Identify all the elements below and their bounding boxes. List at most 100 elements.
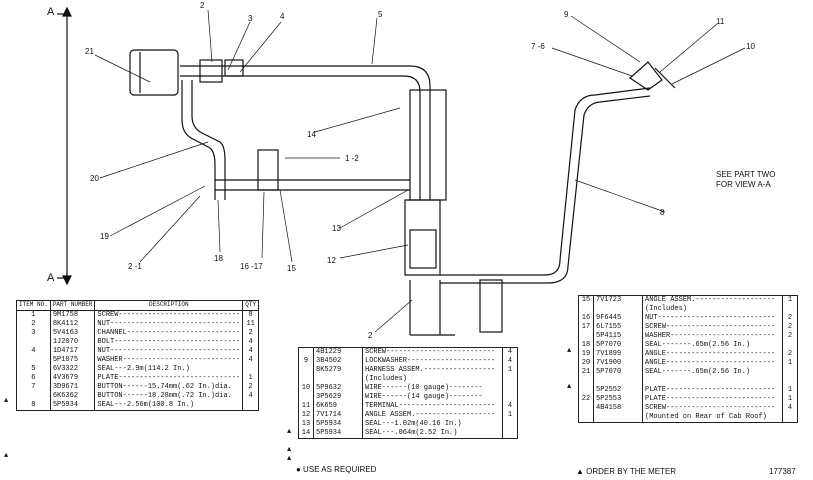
part-number: 5P7070 bbox=[593, 368, 643, 377]
part-number: 7V1723 bbox=[593, 295, 643, 305]
description: (Includes) bbox=[365, 375, 408, 383]
description: BUTTON------18.28mm(.72 In.)dia. bbox=[97, 392, 232, 400]
quantity: 2 bbox=[242, 329, 260, 338]
description: SEAL---1.02m(40.16 In.) bbox=[365, 420, 462, 428]
quantity: 11 bbox=[242, 320, 260, 329]
description: SCREW----------------------------- bbox=[97, 311, 241, 319]
quantity bbox=[242, 365, 260, 374]
part-number bbox=[593, 377, 643, 386]
description: SCREW-------------------------- bbox=[645, 404, 776, 412]
quantity bbox=[502, 393, 518, 402]
part-number: 5P1075 bbox=[50, 356, 96, 365]
quantity: 4 bbox=[242, 347, 260, 356]
item-number bbox=[16, 392, 51, 401]
quantity bbox=[502, 420, 518, 429]
description: HARNESS ASSEM.----------------- bbox=[365, 366, 496, 374]
part-number: 7V1900 bbox=[593, 359, 643, 368]
description: PLATE-------------------------- bbox=[645, 395, 776, 403]
quantity: 1 bbox=[242, 374, 260, 383]
item-number bbox=[16, 338, 51, 347]
description: CHANNEL--------------------------- bbox=[97, 329, 241, 337]
quantity: 1 bbox=[782, 386, 798, 395]
quantity: 4 bbox=[242, 356, 260, 365]
description: SCREW-------------------------- bbox=[362, 347, 503, 357]
item-number: 10 bbox=[298, 384, 314, 393]
figure-number: 177387 bbox=[769, 467, 796, 476]
item-number: 15 bbox=[578, 295, 594, 305]
item-number bbox=[298, 347, 314, 357]
meter-mark: ▲ bbox=[567, 347, 572, 355]
see-part-two-note: SEE PART TWO bbox=[716, 170, 776, 179]
top-tube bbox=[180, 65, 431, 200]
callout-20: 20 bbox=[90, 174, 99, 183]
meter-mark: ▲ bbox=[287, 455, 292, 463]
item-number: 12 bbox=[298, 411, 314, 420]
description: ANGLE ASSEM.------------------- bbox=[365, 411, 496, 419]
callout-2-top: 2 bbox=[200, 1, 205, 10]
description: SEAL---.064m(2.52 In.) bbox=[362, 429, 503, 439]
description: PLATE-------------------------- bbox=[645, 386, 776, 394]
part-number: 5P7070 bbox=[593, 341, 643, 350]
table-row bbox=[578, 377, 798, 386]
item-number: 19 bbox=[578, 350, 594, 359]
part-number bbox=[593, 305, 643, 314]
part-number: 8K5279 bbox=[313, 366, 363, 375]
section-marker-bottom: A bbox=[47, 272, 55, 284]
part-number: 6K659 bbox=[313, 402, 363, 411]
section-arrow-top-icon bbox=[62, 6, 72, 17]
callout-3: 3 bbox=[248, 14, 253, 23]
description: TERMINAL----------------------- bbox=[365, 402, 496, 410]
item-number: 13 bbox=[298, 420, 314, 429]
part-number: 5P9632 bbox=[313, 384, 363, 393]
callout-2-bottom: 2 bbox=[368, 331, 373, 340]
description: LOCKWASHER--------------------- bbox=[365, 357, 496, 365]
header-qty: QTY bbox=[242, 300, 260, 311]
reservoir-tank bbox=[129, 49, 179, 96]
part-number: 9F6445 bbox=[593, 314, 643, 323]
quantity: 1 bbox=[782, 359, 798, 368]
part-number: 3P5629 bbox=[313, 393, 363, 402]
quantity: 4 bbox=[502, 357, 518, 366]
section-arrow-bottom-icon bbox=[62, 275, 72, 286]
item-number: 18 bbox=[578, 341, 594, 350]
item-number: 6 bbox=[16, 374, 51, 383]
part-number: 5P5934 bbox=[313, 420, 363, 429]
description: WIRE------(10 gauge)-------- bbox=[365, 384, 483, 392]
callout-15: 15 bbox=[287, 264, 296, 273]
callout-2-1: 2 -1 bbox=[128, 262, 142, 271]
view-a-a-note: FOR VIEW A-A bbox=[716, 180, 771, 189]
part-number: 1D4717 bbox=[50, 347, 96, 356]
item-number: 11 bbox=[298, 402, 314, 411]
description: SEAL-------.65m(2.56 In.) bbox=[645, 368, 751, 376]
description: PLATE----------------------------- bbox=[97, 374, 241, 382]
quantity: 2 bbox=[782, 323, 798, 332]
quantity bbox=[502, 375, 518, 384]
callout-11: 11 bbox=[716, 17, 725, 26]
item-number bbox=[578, 404, 594, 413]
callout-12: 12 bbox=[327, 256, 336, 265]
description: SEAL---2.56m(100.8 In.) bbox=[94, 401, 243, 411]
item-number bbox=[298, 375, 314, 384]
order-by-meter-note: ▲ ORDER BY THE METER bbox=[576, 467, 677, 476]
callout-21: 21 bbox=[85, 47, 94, 56]
part-number bbox=[313, 375, 363, 384]
meter-mark: ▲ bbox=[287, 428, 292, 436]
item-number: 17 bbox=[578, 323, 594, 332]
meter-mark: ▲ bbox=[4, 452, 9, 460]
description bbox=[643, 377, 783, 386]
item-number: 8 bbox=[16, 401, 51, 411]
quantity bbox=[782, 377, 798, 386]
part-number: 4B1229 bbox=[313, 347, 363, 357]
description: NUT------------------------------- bbox=[97, 320, 241, 328]
